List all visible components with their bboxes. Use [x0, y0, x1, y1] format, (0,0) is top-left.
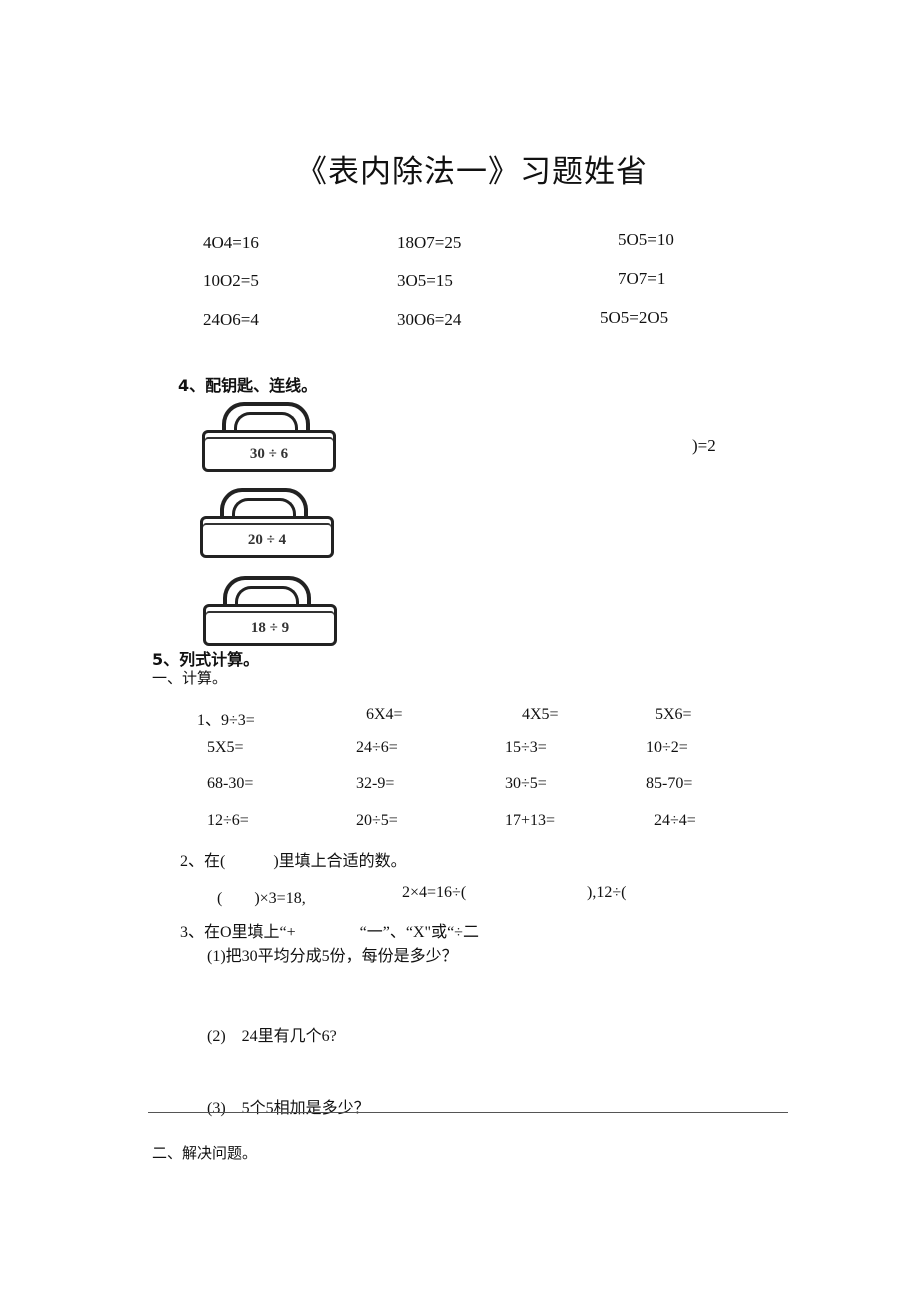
equation: 30O6=24	[397, 310, 462, 329]
calc-item: 30÷5=	[505, 775, 547, 792]
calc-item: 32-9=	[356, 775, 395, 792]
equation: 7O7=1	[618, 269, 666, 288]
equation: 4O4=16	[203, 233, 259, 252]
calc-item: 24÷6=	[356, 739, 398, 756]
lock-image: 18 ÷ 9	[203, 576, 337, 646]
equation: 3O5=15	[397, 271, 453, 290]
calc-item: 4X5=	[522, 706, 559, 723]
lock-label: 20 ÷ 4	[247, 532, 287, 548]
calc-item: 68-30=	[207, 775, 254, 792]
sub-question: (2) 24里有几个6?	[207, 1028, 337, 1045]
part-heading: 一、计算。	[152, 669, 228, 687]
lock-label: 18 ÷ 9	[250, 620, 290, 636]
calc-item: 12÷6=	[207, 812, 249, 829]
horizontal-divider	[148, 1112, 788, 1113]
lock-body	[200, 516, 334, 558]
part-heading: 二、解决问题。	[152, 1144, 258, 1162]
calc-item: 15÷3=	[505, 739, 547, 756]
fill-blank-item: ( )×3=18,	[217, 890, 306, 907]
section-heading: 5、列式计算。	[152, 650, 260, 669]
page-title: 《表内除法一》习题姓省	[296, 154, 648, 189]
calc-item: 17+13=	[505, 812, 556, 829]
calc-item: 6X4=	[366, 706, 403, 723]
lock-image: 30 ÷ 6	[202, 402, 336, 472]
calc-item: 5X5=	[207, 739, 244, 756]
equation: 5O5=10	[618, 230, 674, 249]
key-fragment: )=2	[692, 436, 716, 455]
lock-body	[202, 430, 336, 472]
calc-item: 10÷2=	[646, 739, 688, 756]
calc-item: 1、9÷3=	[197, 712, 255, 729]
sub-question: (3) 5个5相加是多少？	[207, 1100, 370, 1117]
lock-shackle	[220, 488, 308, 528]
fill-blank-item: 2×4=16÷(	[402, 884, 467, 901]
lock-body	[203, 604, 337, 646]
calc-item: 24÷4=	[654, 812, 696, 829]
sub-question: (1)把30平均分成5份，每份是多少？	[207, 948, 458, 965]
section-heading: 4、配钥匙、连线。	[178, 376, 318, 395]
calc-item: 85-70=	[646, 775, 693, 792]
question-prompt: 3、在O里填上“+ “一”、“X"或“÷二	[180, 924, 479, 941]
lock-image: 20 ÷ 4	[200, 488, 334, 558]
lock-shackle	[223, 576, 311, 616]
equation: 18O7=25	[397, 233, 462, 252]
equation: 10O2=5	[203, 271, 259, 290]
calc-item: 5X6=	[655, 706, 692, 723]
lock-label: 30 ÷ 6	[249, 446, 289, 462]
lock-shackle	[222, 402, 310, 442]
fill-blank-item: ),12÷(	[587, 884, 627, 901]
equation: 5O5=2O5	[600, 308, 669, 327]
question-prompt: 2、在( )里填上合适的数。	[180, 853, 407, 870]
equation: 24O6=4	[203, 310, 259, 329]
calc-item: 20÷5=	[356, 812, 398, 829]
